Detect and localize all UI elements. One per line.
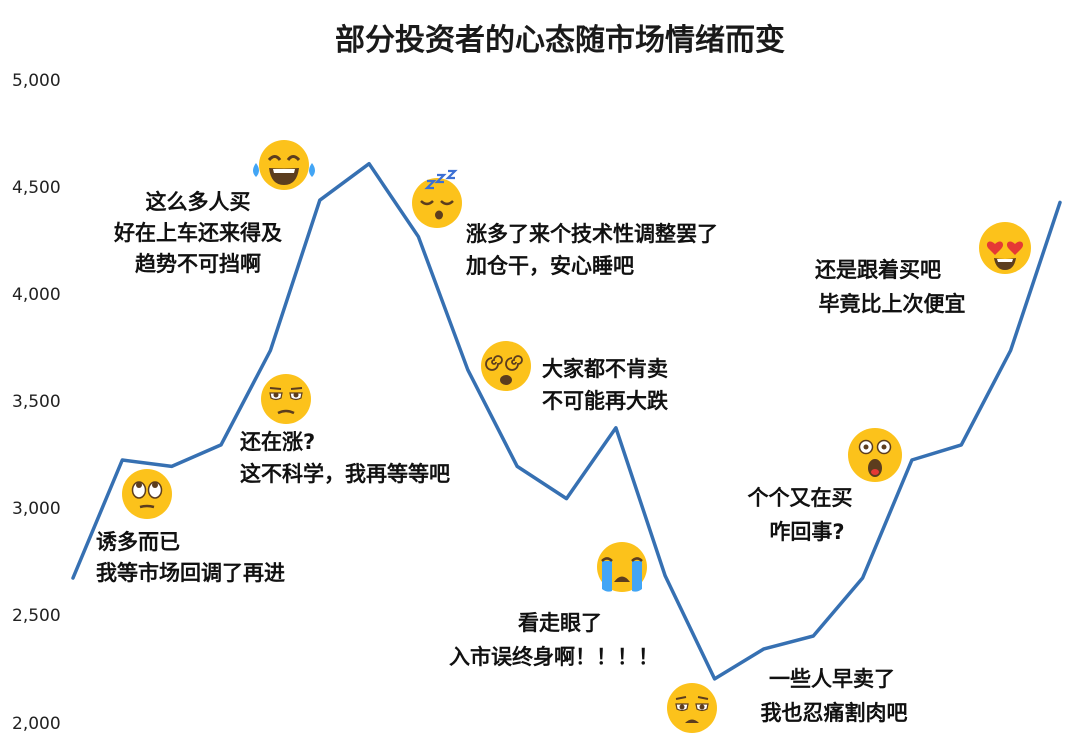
y-tick-label: 3,000 — [12, 499, 61, 519]
annotation: 个个又在买 咋回事? — [748, 486, 853, 544]
y-tick-label: 3,500 — [12, 392, 61, 412]
annotation-text: 大家都不肯卖 — [542, 357, 668, 381]
unamused-face-icon — [261, 374, 311, 424]
annotation: 还在涨? 这不科学，我再等等吧 — [239, 430, 450, 486]
annotation: 一些人早卖了 我也忍痛割肉吧 — [761, 667, 908, 725]
annotation-text: 趋势不可挡啊 — [135, 252, 261, 276]
crying-face-icon — [597, 542, 647, 592]
annotation-text: 还是跟着买吧 — [814, 258, 941, 282]
annotation-text: 一些人早卖了 — [769, 667, 895, 691]
eye-roll-face-icon — [122, 469, 172, 519]
sad-face-icon — [667, 683, 717, 733]
annotation-text: 咋回事? — [769, 520, 844, 544]
annotation-text: 个个又在买 — [748, 486, 853, 510]
astonished-face-icon — [848, 428, 902, 482]
y-tick-label: 5,000 — [12, 71, 61, 91]
annotation-text: 毕竟比上次便宜 — [819, 292, 966, 316]
annotation-text: 还在涨? — [239, 430, 315, 454]
laughing-tears-face-icon — [253, 140, 315, 190]
y-axis: 5,000 4,500 4,000 3,500 3,000 2,500 2,00… — [12, 71, 61, 734]
y-tick-label: 4,000 — [12, 285, 61, 305]
annotation-text: 加仓干，安心睡吧 — [465, 254, 634, 278]
dizzy-face-icon — [481, 341, 531, 391]
series-line — [71, 161, 1062, 681]
annotation: 大家都不肯卖 不可能再大跌 — [542, 357, 669, 413]
annotation-text: 诱多而已 — [96, 530, 180, 554]
annotation-text: 这不科学，我再等等吧 — [240, 462, 450, 486]
annotation-text: 看走眼了 — [518, 611, 602, 635]
chart-title: 部分投资者的心态随市场情绪而变 — [335, 23, 785, 58]
sleeping-face-icon — [412, 169, 462, 228]
y-tick-label: 2,000 — [12, 714, 61, 734]
annotation: 涨多了来个技术性调整罢了 加仓干，安心睡吧 — [465, 222, 718, 278]
annotation-text: 我也忍痛割肉吧 — [761, 701, 908, 725]
annotation-text: 我等市场回调了再进 — [96, 561, 285, 585]
y-tick-label: 2,500 — [12, 606, 61, 626]
annotation: 看走眼了 入市误终身啊！！！！ — [449, 611, 659, 669]
heart-eyes-face-icon — [979, 222, 1031, 274]
annotation: 诱多而已 我等市场回调了再进 — [96, 530, 285, 585]
annotation-text: 这么多人买 — [146, 190, 251, 214]
annotation-text: 好在上车还来得及 — [113, 221, 283, 245]
annotation-text: 入市误终身啊！！！！ — [449, 645, 659, 669]
y-tick-label: 4,500 — [12, 178, 61, 198]
annotation: 还是跟着买吧 毕竟比上次便宜 — [814, 258, 966, 316]
annotation-text: 不可能再大跌 — [542, 389, 669, 413]
annotation-text: 涨多了来个技术性调整罢了 — [466, 222, 718, 246]
annotation: 这么多人买 好在上车还来得及 趋势不可挡啊 — [113, 190, 283, 276]
